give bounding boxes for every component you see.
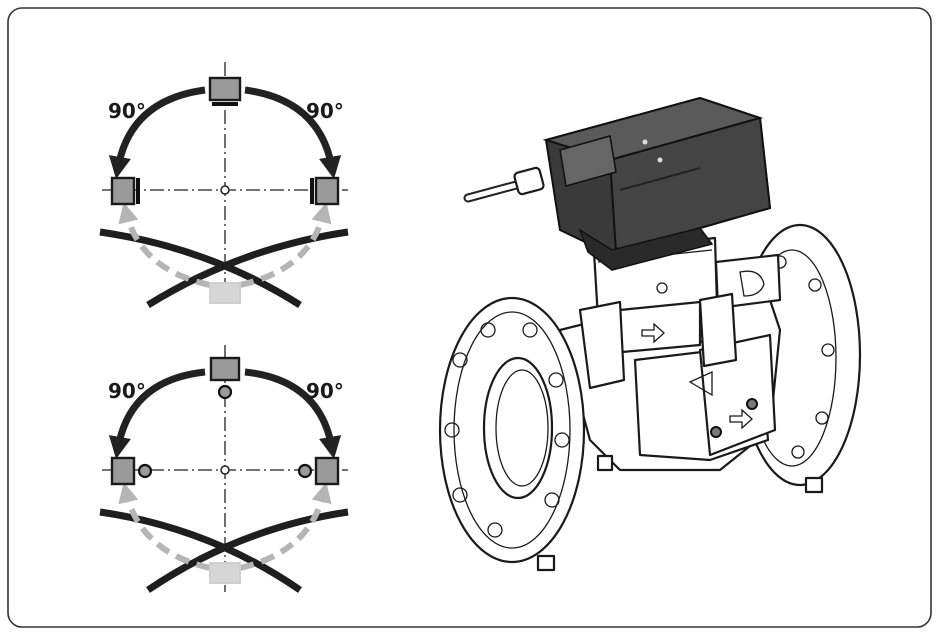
- angle-label-left: 90°: [108, 379, 146, 403]
- curved-arrow-icon: [108, 86, 206, 180]
- actuator-unit-icon: [110, 176, 140, 206]
- orientation-diagram-bottom: 90° 90°: [99, 345, 349, 593]
- flow-arrow-icon: [729, 408, 753, 430]
- curved-arrow-icon: [244, 368, 342, 460]
- pipe-band: [146, 508, 349, 593]
- actuator-unit-ghost-icon: [209, 562, 241, 584]
- curved-arrow-icon: [108, 368, 206, 460]
- actuator-unit-icon: [209, 356, 241, 400]
- pipe-band: [99, 228, 302, 308]
- actuator-housing: [542, 96, 772, 271]
- actuator-unit-icon: [208, 76, 242, 106]
- flange-left: [438, 296, 586, 572]
- flow-arrow-icon: [641, 322, 665, 344]
- actuator-unit-icon: [110, 456, 153, 486]
- valve-body: [558, 236, 782, 472]
- valve-illustration: [438, 96, 862, 572]
- actuator-unit-icon: [297, 456, 340, 486]
- pipe-band: [146, 228, 349, 308]
- orientation-diagram-top: 90° 90°: [99, 62, 349, 308]
- angle-label-right: 90°: [306, 99, 344, 123]
- pipe-band: [99, 508, 302, 593]
- actuator-unit-icon: [310, 176, 340, 206]
- actuator-unit-ghost-icon: [209, 282, 241, 304]
- curved-arrow-icon: [244, 86, 342, 180]
- angle-label-right: 90°: [306, 379, 344, 403]
- angle-label-left: 90°: [108, 99, 146, 123]
